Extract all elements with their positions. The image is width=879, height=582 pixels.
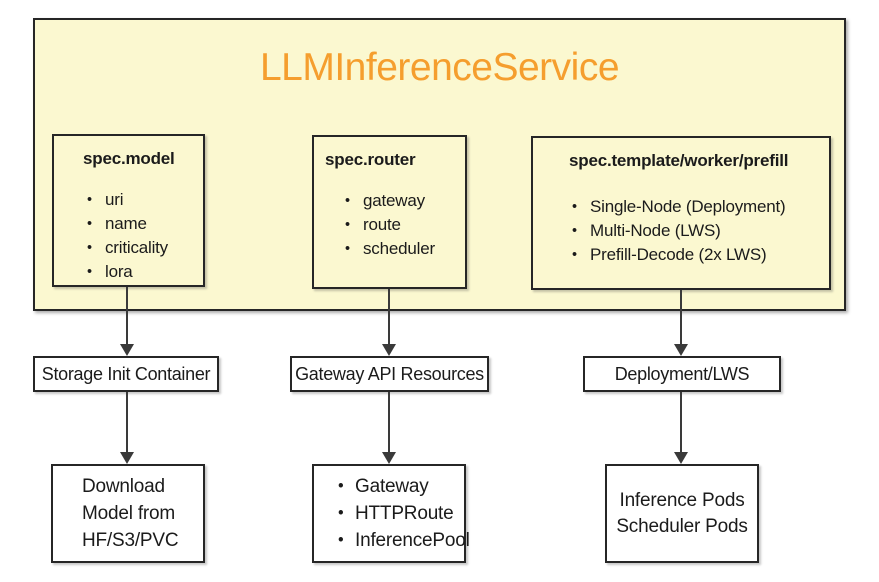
arrow-spec-template-to-deployment: [674, 290, 688, 356]
arrow-head-icon: [674, 452, 688, 464]
spec-model-header: spec.model: [83, 149, 175, 168]
spec-template-header: spec.template/worker/prefill: [569, 151, 789, 170]
arrow-head-icon: [120, 344, 134, 356]
arrow-head-icon: [120, 452, 134, 464]
list-item: InferencePool: [338, 527, 470, 554]
spec-template-list: Single-Node (Deployment) Multi-Node (LWS…: [572, 195, 829, 267]
storage-init-container-box: Storage Init Container: [33, 356, 219, 392]
list-item: HTTPRoute: [338, 500, 464, 527]
arrow-spec-model-to-storage-init: [120, 287, 134, 356]
list-item: criticality: [87, 236, 203, 260]
list-item: lora: [87, 260, 203, 284]
text-line: Inference Pods: [619, 489, 745, 511]
download-model-box: Download Model from HF/S3/PVC: [51, 464, 205, 563]
list-item: Multi-Node (LWS): [572, 219, 829, 243]
arrow-shaft: [680, 290, 682, 345]
text-line: Model from: [82, 503, 176, 524]
list-item: route: [345, 213, 465, 237]
list-item: name: [87, 212, 203, 236]
arrow-head-icon: [674, 344, 688, 356]
gateway-resources-list: Gateway HTTPRoute InferencePool: [338, 473, 470, 554]
gateway-api-resources-box: Gateway API Resources: [290, 356, 489, 392]
list-item: gateway: [345, 189, 465, 213]
diagram-title: LLMInferenceService: [259, 46, 620, 89]
text-line: HF/S3/PVC: [82, 530, 179, 551]
list-item: uri: [87, 188, 203, 212]
arrow-head-icon: [382, 344, 396, 356]
arrow-storage-init-to-download: [120, 392, 134, 464]
deployment-lws-box: Deployment/LWS: [583, 356, 781, 392]
deployment-lws-label: Deployment/LWS: [614, 363, 750, 384]
spec-model-list: uri name criticality lora: [87, 188, 203, 284]
inference-scheduler-pods-box: Inference Pods Scheduler Pods: [605, 464, 759, 563]
spec-template-worker-prefill-box: spec.template/worker/prefill Single-Node…: [531, 136, 831, 290]
list-item: scheduler: [345, 237, 465, 261]
spec-router-box: spec.router gateway route scheduler: [312, 135, 467, 289]
arrow-shaft: [388, 289, 390, 345]
arrow-shaft: [126, 392, 128, 453]
spec-router-list: gateway route scheduler: [345, 189, 465, 261]
spec-model-box: spec.model uri name criticality lora: [52, 134, 205, 287]
arrow-head-icon: [382, 452, 396, 464]
list-item: Prefill-Decode (2x LWS): [572, 243, 829, 267]
list-item: Gateway: [338, 473, 464, 500]
arrow-shaft: [388, 392, 390, 453]
text-line: Scheduler Pods: [616, 515, 748, 537]
arrow-deployment-to-pods: [674, 392, 688, 464]
download-model-text: Download Model from HF/S3/PVC: [53, 473, 203, 554]
arrow-spec-router-to-gateway-api: [382, 289, 396, 356]
pods-text: Inference Pods Scheduler Pods: [607, 488, 757, 540]
storage-init-container-label: Storage Init Container: [41, 363, 211, 384]
gateway-api-resources-label: Gateway API Resources: [295, 363, 484, 384]
text-line: Download: [82, 476, 165, 497]
arrow-shaft: [126, 287, 128, 345]
list-item: Single-Node (Deployment): [572, 195, 829, 219]
spec-router-header: spec.router: [325, 150, 416, 169]
gateway-resources-list-box: Gateway HTTPRoute InferencePool: [312, 464, 470, 563]
arrow-shaft: [680, 392, 682, 453]
arrow-gateway-api-to-resources-list: [382, 392, 396, 464]
